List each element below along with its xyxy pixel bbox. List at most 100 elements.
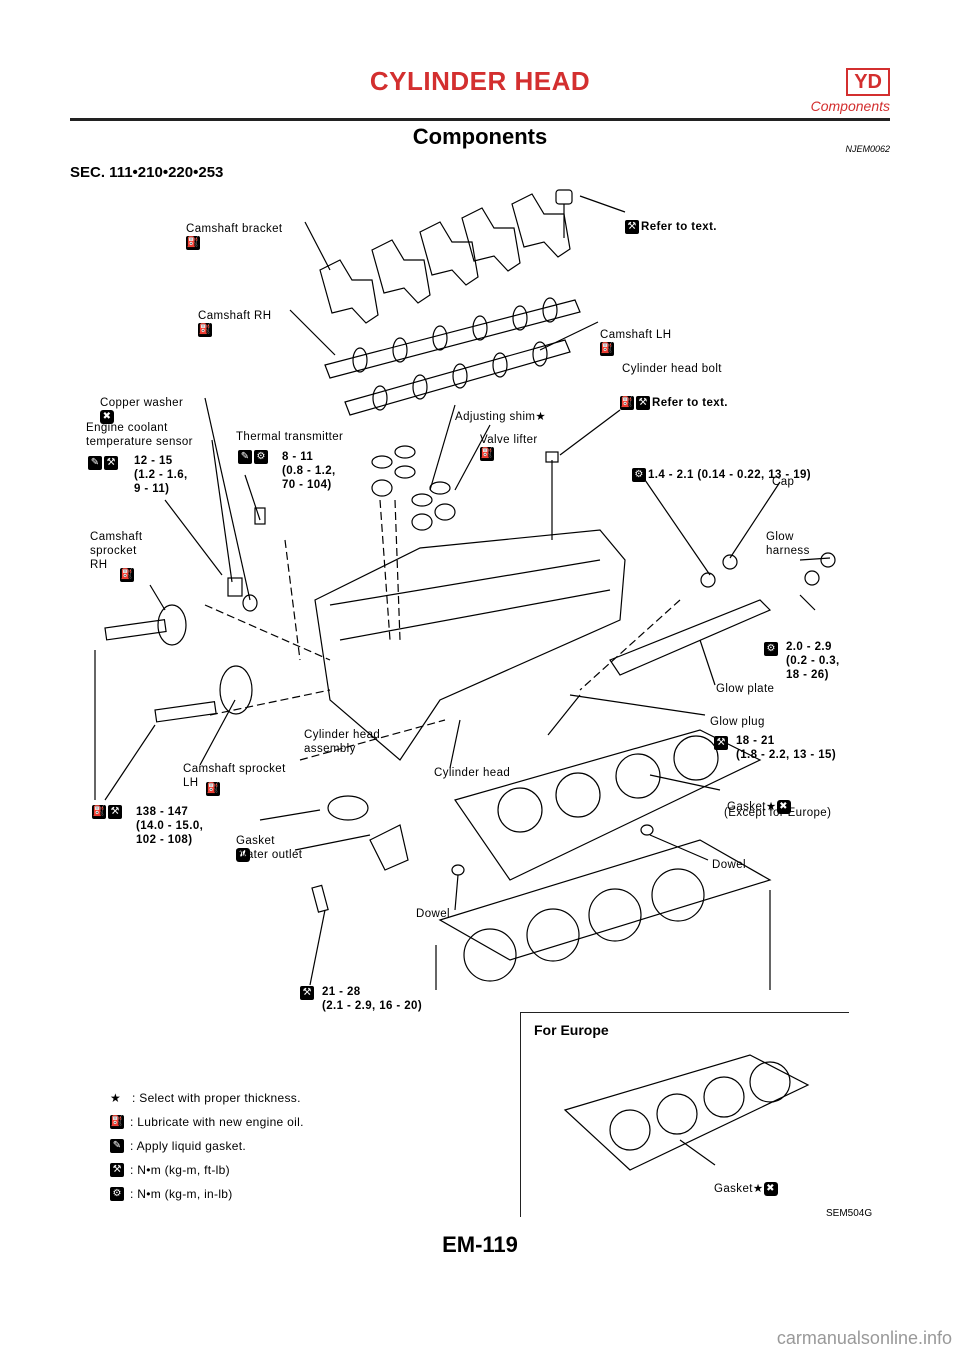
oil-can-icon: ⛽: [110, 1115, 124, 1129]
water-outlet-symbol: ⚒: [300, 984, 316, 1002]
torque-inlb-icon: ⚙: [254, 449, 268, 464]
label-cap-torque: ⚙1.4 - 2.1 (0.14 - 0.22, 13 - 19): [632, 454, 811, 482]
section-code: NJEM0062: [845, 144, 890, 154]
gasket-text: Gasket: [236, 835, 275, 847]
label-gasket-except-europe: Gasket★✖: [727, 786, 793, 814]
torque-inlb-icon: ⚙: [764, 641, 778, 656]
cap-torque-text: 1.4 - 2.1 (0.14 - 0.22, 13 - 19): [648, 469, 812, 482]
label-dowel-left: Dowel: [416, 908, 450, 920]
star-icon: ★: [535, 411, 547, 423]
label-coolant-torque: 12 - 15 (1.2 - 1.6, 9 - 11): [134, 455, 188, 495]
sprocket-lh-symbol: ⛽: [206, 780, 222, 798]
label-sprocket-torque: 138 - 147 (14.0 - 15.0, 102 - 108): [136, 806, 204, 846]
legend-text: : Lubricate with new engine oil.: [130, 1115, 304, 1129]
liquid-gasket-icon: ✎: [238, 449, 252, 464]
torque-inlb-icon: ⚙: [110, 1187, 124, 1201]
label-refer-text-1: ⚒Refer to text.: [625, 206, 717, 234]
legend-text: : N•m (kg-m, ft-lb): [130, 1163, 230, 1177]
label-valve-lifter: Valve lifter ⛽: [480, 419, 538, 461]
replace-part-icon: ✖: [100, 410, 114, 424]
label-water-outlet-torque: 21 - 28 (2.1 - 2.9, 16 - 20): [322, 986, 423, 1012]
label-camshaft-bracket-text: Camshaft bracket: [186, 223, 283, 235]
legend-row: ✎ : Apply liquid gasket.: [110, 1134, 304, 1158]
sprocket-rh-symbol: ⛽: [120, 566, 136, 584]
label-glow-plate: Glow plate: [716, 683, 775, 695]
label-dowel-right: Dowel: [712, 859, 746, 871]
star-icon: ★: [752, 1183, 764, 1196]
coolant-sensor-symbols: ✎⚒: [88, 454, 120, 472]
label-glow-harness-torque: 2.0 - 2.9 (0.2 - 0.3, 18 - 26): [786, 641, 840, 681]
star-icon: ★: [110, 1091, 121, 1105]
oil-can-icon: ⛽: [92, 804, 106, 819]
label-copper-washer: Copper washer ✖: [100, 382, 183, 424]
label-thermal-torque: 8 - 11 (0.8 - 1.2, 70 - 104): [282, 451, 336, 491]
figure-code: SEM504G: [826, 1208, 873, 1219]
legend-text: : Apply liquid gasket.: [130, 1139, 247, 1153]
camshaft-lh-text: Camshaft LH: [600, 329, 672, 341]
oil-can-icon: ⛽: [600, 342, 614, 356]
gasket-except-europe-text: Gasket: [727, 801, 766, 814]
page-header-subtitle: Components: [810, 98, 890, 114]
engine-code-badge: YD: [846, 68, 890, 96]
section-reference: SEC. 111•210•220•253: [70, 164, 224, 181]
star-icon: ★: [765, 801, 777, 814]
thermal-symbols: ✎⚙: [238, 448, 270, 466]
label-camshaft-sprocket-rh: Camshaft sprocket RH: [90, 531, 143, 571]
legend-row: ⚒ : N•m (kg-m, ft-lb): [110, 1158, 304, 1182]
refer-text-2: Refer to text.: [652, 397, 728, 410]
torque-inlb-icon: ⚙: [632, 468, 646, 482]
replace-part-icon: ✖: [776, 800, 791, 814]
oil-can-icon: ⛽: [198, 323, 212, 337]
glow-harness-symbol: ⚙: [764, 640, 780, 658]
label-except-europe: (Except for Europe): [724, 807, 832, 819]
oil-can-icon: ⛽: [620, 396, 634, 410]
sprocket-bolt-symbols: ⛽⚒: [92, 803, 124, 821]
label-glow-plug: Glow plug: [710, 716, 765, 728]
legend-row: ⛽ : Lubricate with new engine oil.: [110, 1110, 304, 1134]
oil-can-icon: ⛽: [120, 567, 134, 582]
torque-wrench-icon: ⚒: [714, 735, 728, 750]
adjusting-shim-text: Adjusting shim: [455, 411, 536, 423]
oil-can-icon: ⛽: [480, 447, 494, 461]
watermark: carmanualsonline.info: [776, 1328, 952, 1348]
symbol-legend: ★ : Select with proper thickness. ⛽ : Lu…: [110, 1086, 304, 1206]
europe-inset-frame: [520, 1012, 849, 1217]
oil-can-icon: ⛽: [186, 236, 200, 250]
label-thermal-transmitter: Thermal transmitter: [236, 431, 344, 443]
torque-wrench-icon: ⚒: [104, 455, 118, 470]
legend-row: ⚙ : N•m (kg-m, in-lb): [110, 1182, 304, 1206]
label-adjusting-shim: Adjusting shim★: [455, 396, 546, 424]
legend-text: : N•m (kg-m, in-lb): [130, 1187, 233, 1201]
label-gasket: Gasket ✖: [236, 820, 275, 862]
page-header-title: CYLINDER HEAD: [369, 66, 591, 96]
label-water-outlet: Water outlet: [236, 849, 303, 861]
page-number: EM-119: [442, 1232, 518, 1257]
glow-plug-symbol: ⚒: [714, 734, 730, 752]
label-gasket-europe: Gasket★✖: [714, 1168, 780, 1196]
copper-washer-text: Copper washer: [100, 397, 184, 409]
torque-ftlb-icon: ⚒: [110, 1163, 124, 1177]
gasket-europe-text: Gasket: [714, 1183, 753, 1196]
label-cylinder-head-bolt: Cylinder head bolt: [622, 363, 722, 375]
legend-text: : Select with proper thickness.: [132, 1091, 301, 1105]
torque-wrench-icon: ⚒: [625, 220, 639, 234]
liquid-gasket-icon: ✎: [110, 1139, 124, 1153]
liquid-gasket-icon: ✎: [88, 455, 102, 470]
label-cylinder-head: Cylinder head: [434, 767, 511, 779]
section-title: Components: [412, 124, 548, 149]
label-camshaft-sprocket-lh: Camshaft sprocket LH: [183, 763, 286, 789]
label-glow-plug-torque: 18 - 21 (1.8 - 2.2, 13 - 15): [736, 735, 837, 761]
torque-wrench-icon: ⚒: [300, 985, 314, 1000]
label-camshaft-bracket: Camshaft bracket ⛽: [186, 208, 283, 250]
label-cap: Cap: [772, 476, 795, 488]
torque-wrench-icon: ⚒: [108, 804, 122, 819]
replace-part-icon: ✖: [763, 1182, 778, 1196]
oil-can-icon: ⛽: [206, 781, 220, 796]
refer-text-1: Refer to text.: [641, 221, 717, 234]
label-refer-text-2: ⛽⚒Refer to text.: [620, 382, 728, 410]
label-camshaft-rh: Camshaft RH ⛽: [198, 295, 271, 337]
label-camshaft-lh: Camshaft LH ⛽: [600, 314, 672, 356]
inset-title: For Europe: [534, 1022, 609, 1038]
valve-lifter-text: Valve lifter: [480, 434, 538, 446]
